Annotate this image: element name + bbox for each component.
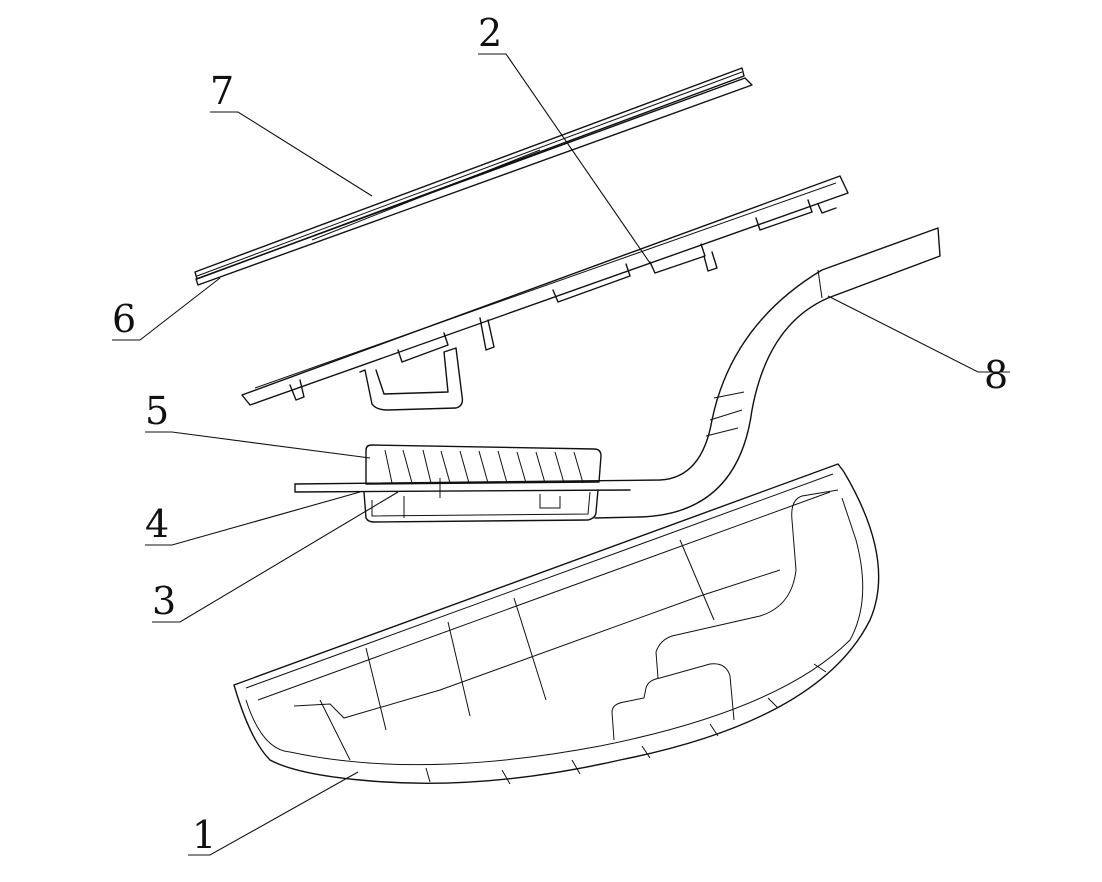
leader-6 [112,277,221,341]
part-3-bracket [363,478,599,523]
callout-7: 7 [210,69,234,113]
leader-lines [112,53,1010,856]
callout-2: 2 [478,11,502,55]
callout-4: 4 [145,502,169,546]
part-4-circuit-board-and-part-8-cable [294,227,941,519]
part-5-battery-module [365,444,602,485]
leader-5 [145,431,371,459]
callout-8: 8 [984,353,1008,397]
part-1-lower-housing [233,463,880,785]
callout-5: 5 [145,389,169,433]
part-7-top-film [194,67,745,280]
callout-3: 3 [152,579,176,623]
callout-6: 6 [112,297,136,341]
leader-2 [478,53,653,267]
leader-4 [145,491,361,546]
leader-8 [827,295,1010,373]
callout-1: 1 [192,813,216,857]
leader-7 [210,111,373,197]
leader-1 [188,771,359,856]
callout-labels: 7 2 6 8 5 4 3 1 [112,11,1008,857]
leader-3 [152,491,399,623]
part-6-cover-plate [195,77,753,286]
part-2-frame-panel [241,175,849,411]
